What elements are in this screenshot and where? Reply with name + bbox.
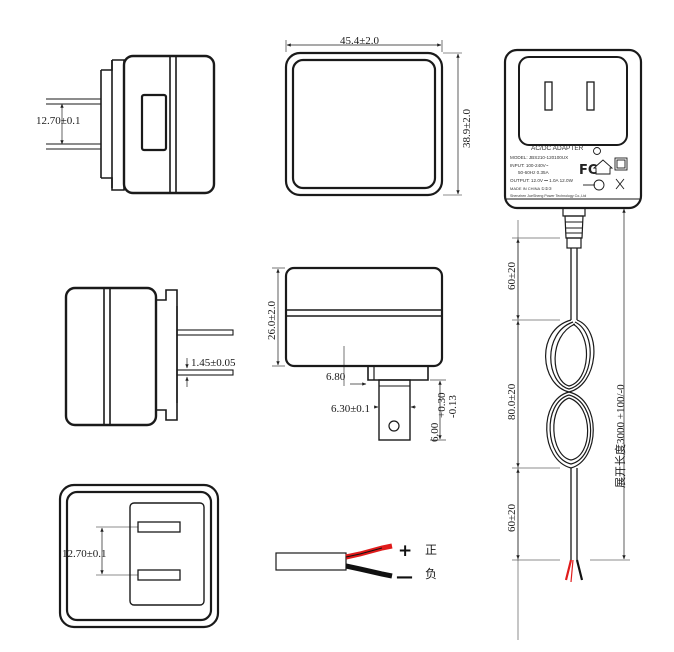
side-profile-view [272, 266, 446, 441]
pin-length-dimension: 6.00 [429, 422, 441, 442]
side-pins [46, 98, 101, 150]
cable-upper-dimension: 60±20 [506, 261, 518, 290]
cable-total-length-dimension: 展开长度3000 +100/-0 [613, 384, 627, 488]
pin-width-dimension: 6.30±0.1 [331, 403, 370, 415]
pin-length-tol-plus: +0.30 [436, 392, 448, 418]
side-depth-dimension: 26.0±2.0 [266, 300, 278, 340]
negative-label: 负 [425, 567, 437, 581]
fcc-mark-icon: FC [579, 163, 597, 178]
certification-icons [583, 147, 628, 191]
positive-sign: + [398, 541, 412, 561]
cable-lower-dimension: 60±20 [506, 503, 518, 532]
front-view [284, 40, 462, 197]
label-manufacturer: Shenzhen JueSheng Power Technology Co.,L… [510, 194, 586, 198]
top-pins [176, 329, 234, 376]
positive-label: 正 [425, 543, 437, 557]
face-pin-pitch-dimension: 12.70±0.1 [62, 548, 107, 560]
negative-sign: — [396, 567, 413, 587]
label-output: OUTPUT: 12.0V ⎓ 1.0A 12.0W [510, 178, 574, 183]
pin-thickness-dimension: 1.45±0.05 [191, 357, 236, 369]
bare-wire-ends [564, 559, 584, 583]
coiled-cable [545, 319, 595, 469]
front-width-dimension: 45.4±2.0 [340, 35, 380, 47]
pin-offset-dimension: 6.80 [326, 371, 346, 383]
top-view [64, 286, 234, 427]
wire-end-detail [275, 543, 393, 579]
cable-middle-dimension: 80.0±20 [506, 383, 518, 420]
side-view-with-pins [46, 54, 216, 195]
plug-face-view [58, 483, 220, 629]
label-title: AC/DC ADAPTER [531, 145, 584, 152]
front-height-dimension: 38.9±2.0 [461, 108, 473, 148]
label-input-frequency: 50-60Hz 0.35A [518, 170, 550, 175]
label-model: MODEL: JBS210-120100UX [510, 155, 568, 160]
label-input: INPUT: 100-240V~ [510, 163, 549, 168]
side-pin-pitch-dimension: 12.70±0.1 [36, 115, 81, 127]
adapter-label-view: FC [503, 48, 643, 210]
label-origin: MADE IN CHINA ①②③ [510, 186, 552, 191]
pin-length-tol-minus: -0.13 [447, 395, 459, 418]
cable-assembly [512, 207, 630, 640]
